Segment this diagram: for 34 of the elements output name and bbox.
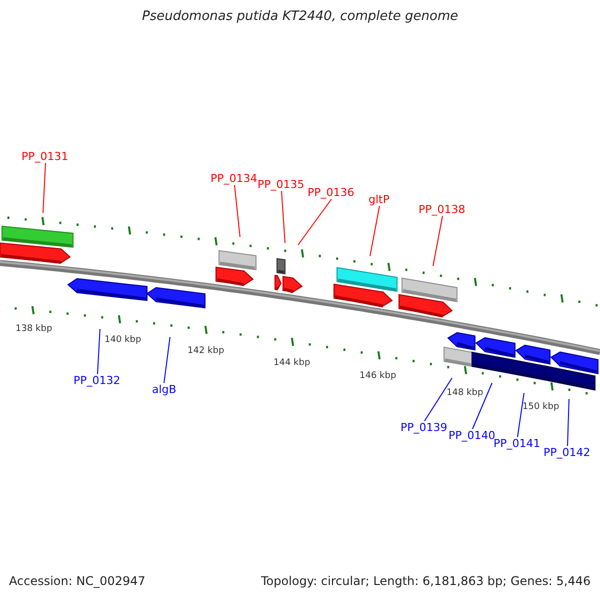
gene-label: PP_0132 (74, 374, 120, 388)
gene-label: PP_0138 (418, 203, 466, 216)
leader-line (517, 392, 524, 438)
scale-label: 140 kbp (104, 335, 142, 346)
scale-label: 146 kbp (360, 371, 396, 382)
genome-info-text: Topology: circular; Length: 6,181,863 bp; Genes: 5,446 (261, 574, 591, 588)
gene-label: algB (152, 383, 176, 396)
accession-text: Accession: NC_002947 (9, 574, 146, 588)
gene-label: PP_0139 (400, 421, 448, 434)
leader-line (97, 328, 100, 374)
diagram-title: Pseudomonas putida KT2440, complete genome (142, 9, 458, 25)
scale-label: 150 kbp (522, 402, 560, 413)
leader-line (298, 198, 332, 246)
leader-line (370, 206, 380, 256)
scale-label: 142 kbp (188, 346, 224, 357)
gene-label: PP_0136 (308, 186, 354, 200)
scale-label: 138 kbp (16, 324, 52, 335)
scale-label: 148 kbp (446, 388, 484, 399)
gene-label: PP_0135 (258, 178, 304, 192)
gene-label: PP_0140 (448, 429, 496, 442)
leader-line (281, 190, 286, 244)
leader-line (164, 336, 170, 384)
gene-label: PP_0134 (210, 172, 258, 186)
gene-label: PP_0142 (544, 446, 590, 460)
gene-label: PP_0131 (22, 150, 68, 164)
leader-line (432, 216, 443, 266)
leader-line (42, 162, 46, 214)
leader-line (424, 378, 452, 422)
scale-label: 144 kbp (274, 358, 310, 369)
gene-label: PP_0141 (494, 437, 540, 450)
leader-line (567, 398, 570, 446)
leader-line (472, 382, 492, 430)
gene-label: gltP (368, 193, 390, 206)
leader-line (234, 184, 240, 238)
